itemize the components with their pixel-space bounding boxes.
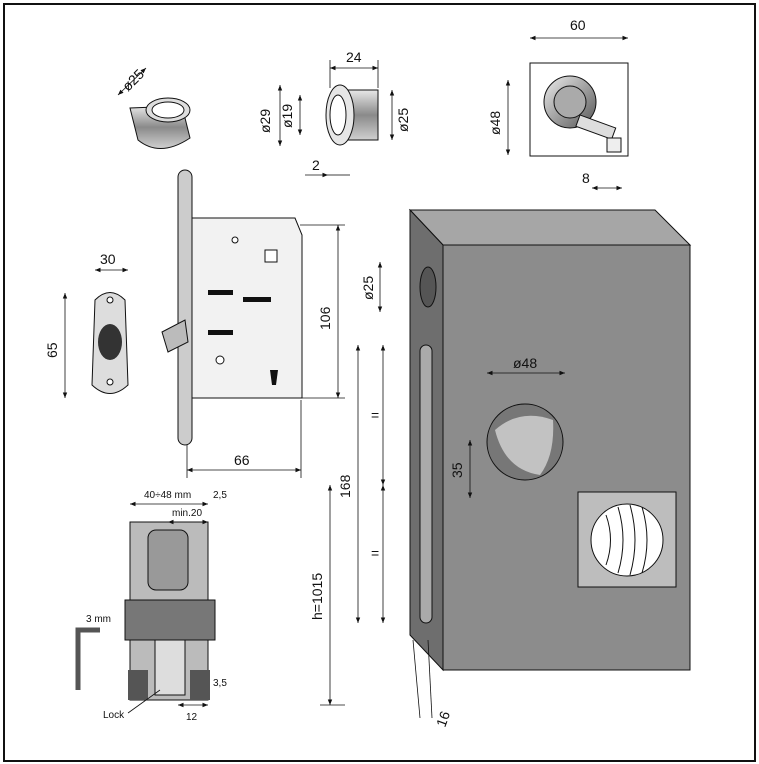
door-knob-hole-label: ø48: [513, 355, 537, 371]
knob-component: 60 ø48 8: [487, 17, 629, 191]
door-eq1-label: =: [371, 407, 379, 423]
door-slot-label: 168: [337, 474, 353, 498]
door-offset-label: 35: [449, 462, 465, 478]
cyl-flange-label: 2: [312, 157, 320, 173]
cyl-inner-label: ø19: [279, 104, 295, 128]
cyl-right-label: ø25: [395, 108, 411, 132]
pull-plate: 30 65: [44, 251, 129, 398]
cylinder-component: 24 ø29 ø19 ø25 2: [257, 49, 411, 178]
door-edge-label: 16: [433, 709, 453, 729]
plate-height-label: 65: [44, 342, 60, 358]
cyl-outer-label: ø29: [257, 109, 273, 133]
door-eq2-label: =: [371, 545, 379, 561]
section-thin-label: 3,5: [213, 678, 227, 689]
rosette-component: ø25: [117, 66, 191, 149]
section-gap-label: 2,5: [213, 490, 227, 501]
section-width-label: 40÷48 mm: [144, 490, 191, 501]
knob-dia-label: ø48: [487, 111, 503, 135]
door-height-label: h=1015: [309, 573, 325, 620]
lock-label: Lock: [103, 710, 125, 721]
door-block: ø25 ø48 35 168 = = h=1015 16: [309, 208, 692, 729]
section-min-label: min.20: [172, 508, 202, 519]
lock-height-label: 106: [317, 306, 333, 330]
knob-width-label: 60: [570, 17, 586, 33]
section-view: 40÷48 mm 2,5 min.20 3,5 12 3 mm Lock: [75, 490, 227, 723]
section-bottom-label: 12: [186, 712, 198, 723]
cyl-length-label: 24: [346, 49, 362, 65]
lock-body: 106 66: [161, 169, 345, 478]
knob-spindle-label: 8: [582, 170, 590, 186]
hex-key-label: 3 mm: [86, 614, 111, 625]
lock-backset-label: 66: [234, 452, 250, 468]
door-hole-label: ø25: [360, 276, 376, 300]
plate-width-label: 30: [100, 251, 116, 267]
